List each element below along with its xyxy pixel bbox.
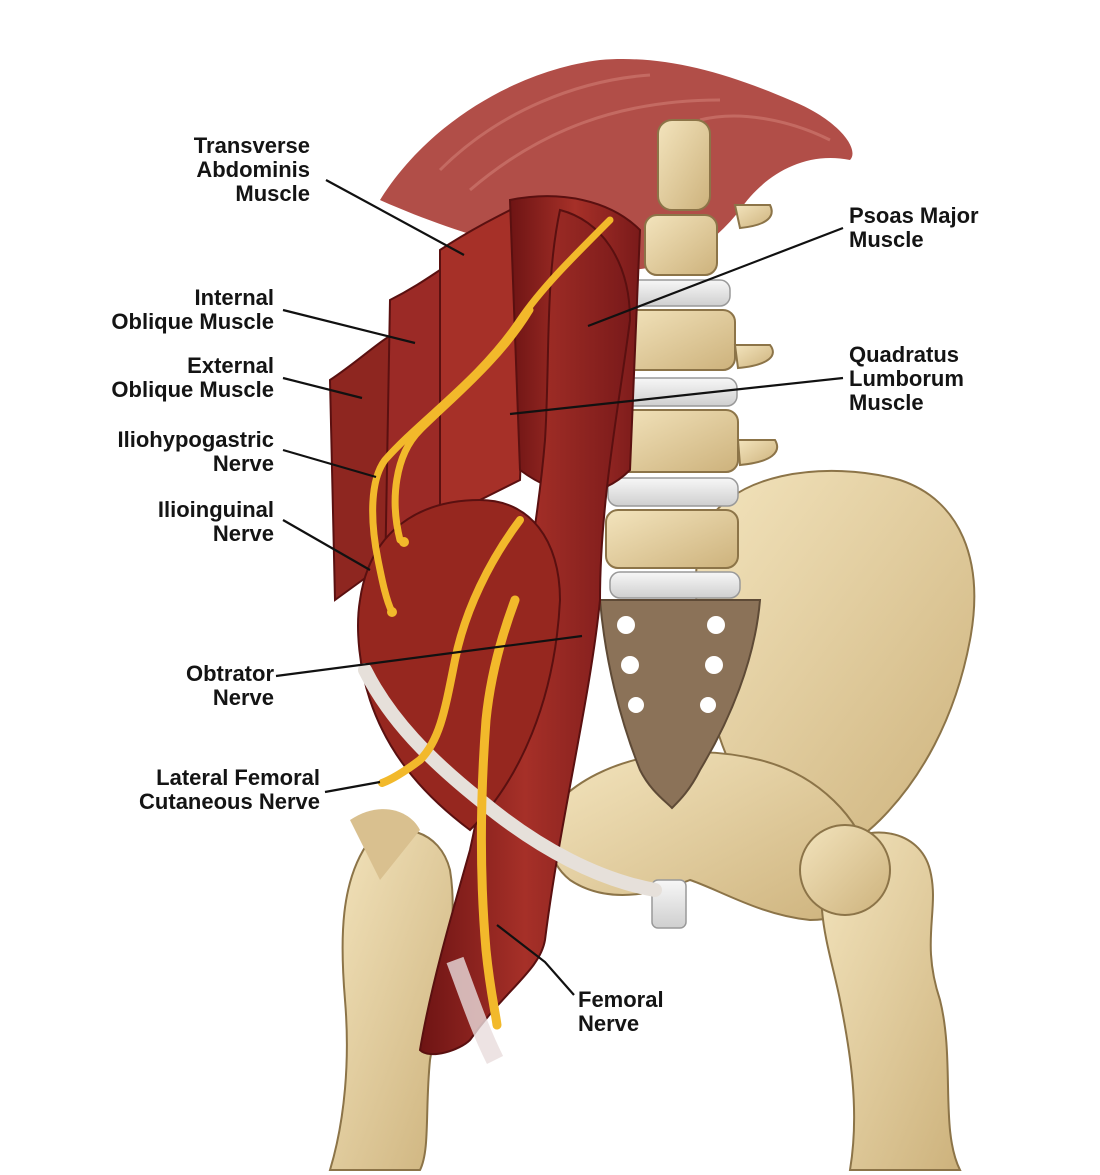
sacrum xyxy=(598,599,762,810)
iliohypogastric-nerve-end xyxy=(387,607,397,617)
label-obturator: Obtrator Nerve xyxy=(186,661,274,710)
nerves xyxy=(369,216,614,1030)
leader-femoral xyxy=(496,924,575,996)
iliohypogastric-nerve xyxy=(369,216,614,616)
label-internal-oblique: Internal Oblique Muscle xyxy=(111,285,274,334)
label-femoral: Femoral Nerve xyxy=(578,987,664,1036)
label-iliohypogastric: Iliohypogastric Nerve xyxy=(117,427,274,476)
leader-psoas-major xyxy=(587,226,844,328)
label-lateral-femoral: Lateral Femoral Cutaneous Nerve xyxy=(139,765,320,814)
ilioinguinal-nerve-end xyxy=(399,537,409,547)
leader-obturator xyxy=(275,634,583,678)
femoral-nerve xyxy=(477,595,520,1030)
leader-lateral-femoral xyxy=(324,780,381,794)
ilioinguinal-nerve xyxy=(391,306,534,544)
label-quadratus-lumborum: Quadratus Lumborum Muscle xyxy=(849,342,964,415)
label-transverse-abdominis: Transverse Abdominis Muscle xyxy=(193,133,310,206)
leader-iliohypogastric xyxy=(282,448,377,479)
lumbar-spine xyxy=(605,119,778,599)
leader-external-oblique xyxy=(282,376,363,400)
deep-muscles xyxy=(357,195,662,1065)
obturator-nerve xyxy=(378,516,524,787)
leader-quadratus-lumborum xyxy=(509,376,844,416)
label-ilioinguinal: Ilioinguinal Nerve xyxy=(157,497,274,546)
leader-internal-oblique xyxy=(282,308,416,345)
leader-lines xyxy=(275,179,844,996)
leader-ilioinguinal xyxy=(282,519,371,571)
pelvis xyxy=(328,469,976,1171)
leader-transverse-abdominis xyxy=(325,179,465,256)
label-external-oblique: External Oblique Muscle xyxy=(111,353,274,402)
label-psoas-major: Psoas Major Muscle xyxy=(849,203,979,252)
